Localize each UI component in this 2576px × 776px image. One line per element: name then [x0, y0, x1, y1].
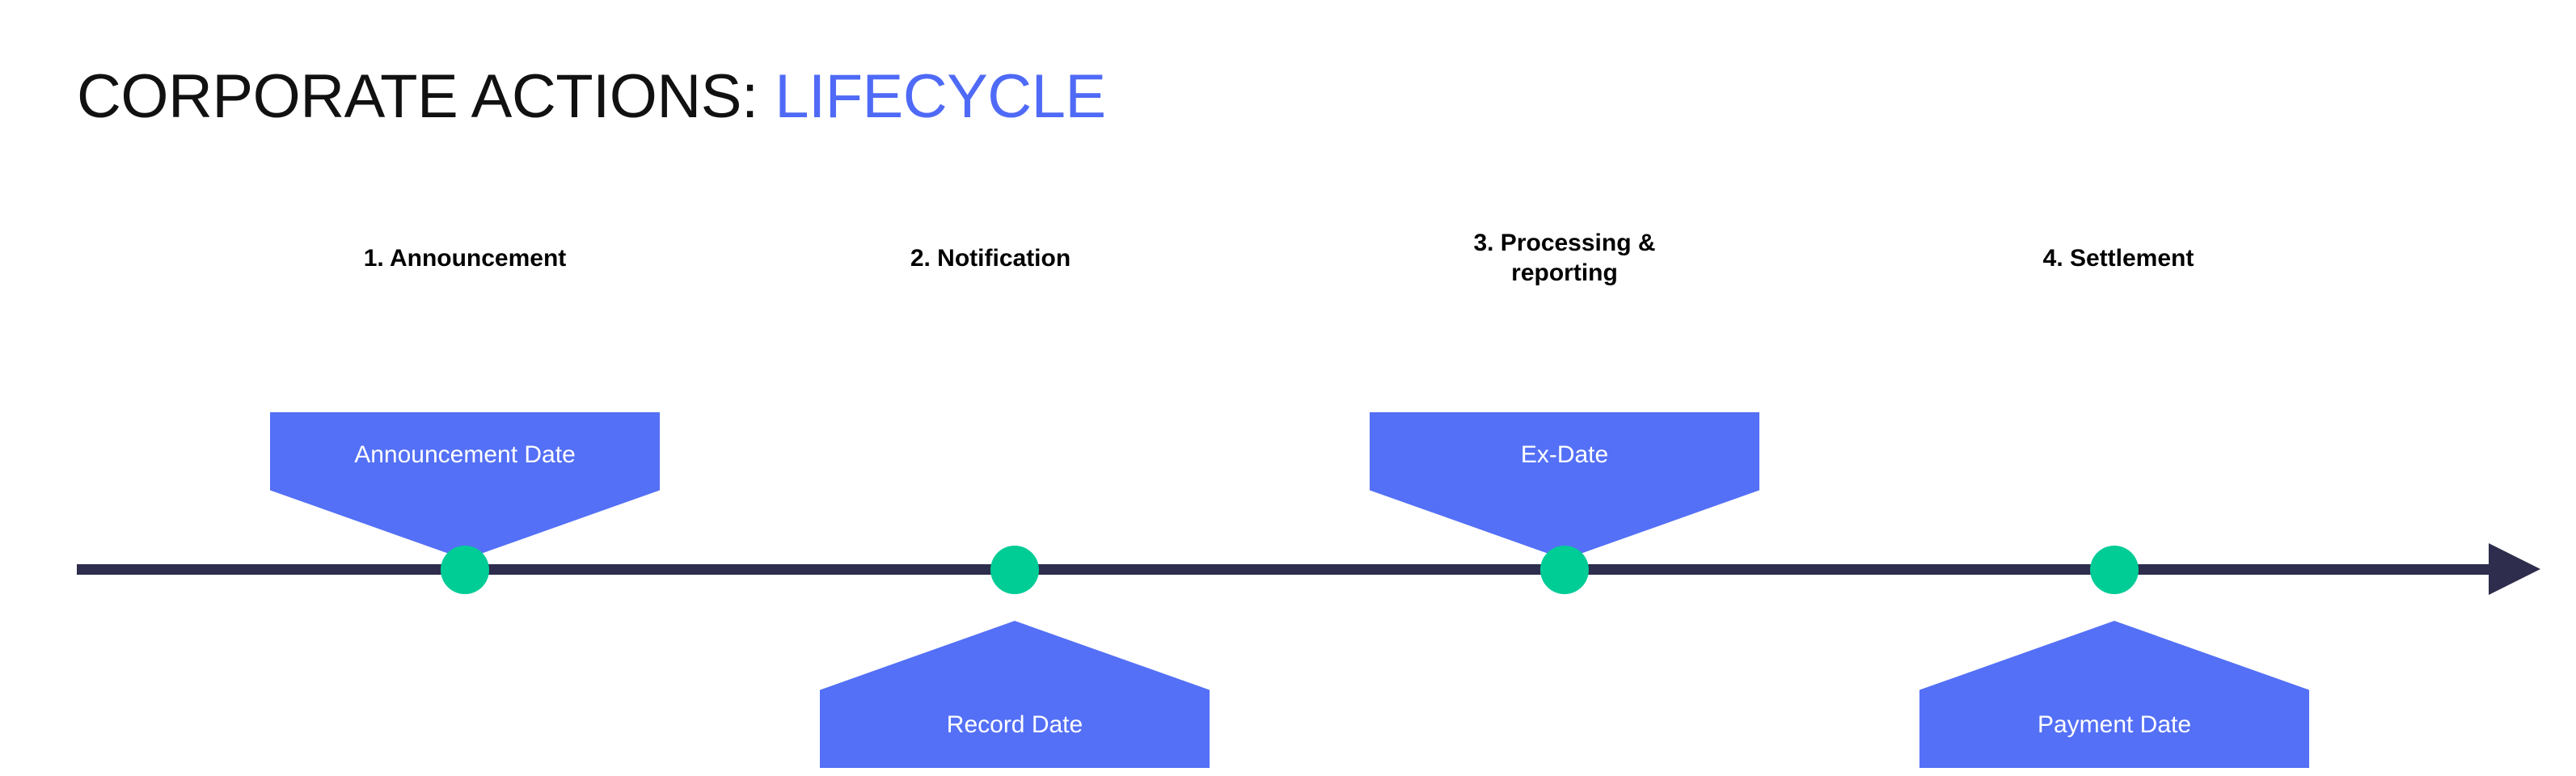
page-title: CORPORATE ACTIONS: LIFECYCLE [77, 66, 1106, 128]
step-label-2: 2. Notification [910, 245, 1071, 272]
timeline-dot-3 [1540, 546, 1589, 594]
milestone-label: Record Date [946, 711, 1083, 738]
page-title-main: CORPORATE ACTIONS: [77, 62, 775, 131]
milestone-label: Announcement Date [354, 441, 576, 468]
milestone-banner-announcement-date: Announcement Date [270, 412, 660, 559]
milestone-banner-payment-date: Payment Date [1919, 621, 2309, 768]
timeline-dot-4 [2090, 546, 2139, 594]
milestone-banner-record-date: Record Date [820, 621, 1210, 768]
milestone-label: Ex-Date [1520, 441, 1609, 468]
page-title-accent: LIFECYCLE [775, 62, 1106, 131]
step-label-1: 1. Announcement [363, 245, 567, 272]
timeline-dot-2 [990, 546, 1039, 594]
timeline-axis [77, 564, 2515, 575]
timeline-dot-1 [441, 546, 489, 594]
step-label-4: 4. Settlement [2042, 245, 2194, 272]
step-label-3: 3. Processing & reporting [1473, 230, 1656, 286]
timeline-arrow-icon [2489, 543, 2540, 595]
milestone-banner-ex-date: Ex-Date [1370, 412, 1759, 559]
milestone-label: Payment Date [2037, 711, 2192, 738]
